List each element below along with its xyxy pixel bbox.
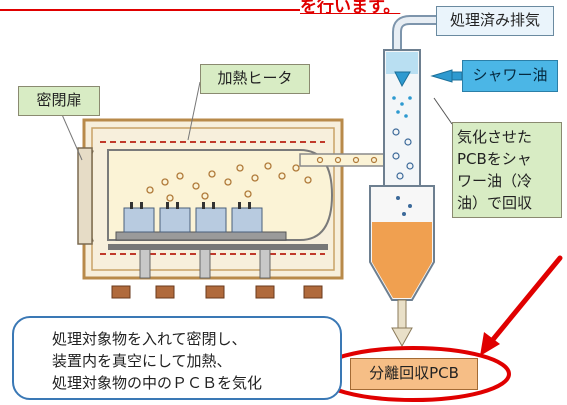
- red-pointer-arrow: [483, 255, 563, 351]
- door-label: 密閉扉: [18, 86, 100, 116]
- treatment-objects: [123, 207, 263, 233]
- tower-bubbles: [392, 128, 414, 180]
- outlet-arrow: [391, 327, 413, 348]
- exhaust-pipe: [392, 15, 440, 52]
- exhaust-label: 処理済み排気: [436, 6, 554, 36]
- vaporized-pcb-label: 気化させた PCBをシャ ワー油（冷 油）で回収: [452, 122, 562, 218]
- heater-coils: [100, 141, 325, 255]
- recovered-pcb-label: 分離回収PCB: [350, 358, 478, 390]
- heater-label-connector: [187, 81, 201, 141]
- spray-drops: [392, 96, 412, 118]
- outlet-pipe: [397, 299, 407, 329]
- shower-oil-label: シャワー油: [462, 60, 558, 92]
- vapor-label-connector: [433, 97, 453, 125]
- tower-top-band: [386, 52, 418, 74]
- shower-oil-arrow-head: [430, 69, 453, 83]
- top-text-fragment: を行います。: [300, 0, 401, 17]
- shower-nozzle: [394, 71, 411, 88]
- collected-oil: [372, 222, 432, 298]
- furnace-feet: [111, 285, 323, 299]
- pipe-bubbles: [316, 156, 378, 164]
- vapor-pipe: [299, 153, 393, 167]
- tray: [115, 231, 287, 241]
- red-pointer-arrowhead: [480, 332, 500, 356]
- heater-label: 加熱ヒータ: [200, 64, 310, 94]
- object-terminals: [130, 202, 251, 209]
- tank-drops: [396, 196, 412, 216]
- process-note: 処理対象物を入れて密閉し、 装置内を真空にして加熱、 処理対象物の中のＰＣＢを気…: [12, 316, 342, 400]
- shower-oil-arrow-tail: [451, 71, 463, 81]
- chamber-base-rail: [108, 244, 328, 250]
- door-panel: [77, 147, 93, 245]
- vapor-bubbles: [146, 162, 312, 202]
- exhaust-pipe-inner: [394, 17, 440, 52]
- door-label-connector: [59, 109, 83, 161]
